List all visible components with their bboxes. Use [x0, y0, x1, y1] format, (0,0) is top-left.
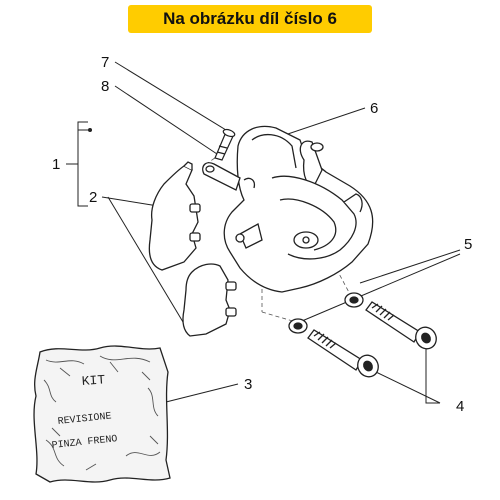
- brake-caliper-6: [202, 125, 374, 293]
- leader-5a: [359, 249, 461, 284]
- leader-2b: [107, 196, 187, 328]
- leader-3: [165, 383, 239, 403]
- callout-1: 1: [52, 156, 60, 173]
- leader-lines: [66, 61, 461, 404]
- callout-6: 6: [370, 100, 378, 117]
- leader-4b: [375, 371, 441, 404]
- bracket-1: [77, 121, 88, 207]
- kit-label-line1: KIT: [81, 372, 106, 389]
- title-banner: Na obrázku díl číslo 6: [128, 5, 372, 33]
- bolt-7: [214, 128, 236, 161]
- title-text: Na obrázku díl číslo 6: [163, 9, 337, 28]
- callout-7: 7: [101, 54, 109, 71]
- leader-5b: [301, 253, 461, 322]
- repair-kit-package-3: KIT REVISIONE PINZA FRENO: [33, 345, 171, 483]
- callout-8: 8: [101, 78, 109, 95]
- leader-4a: [425, 344, 440, 404]
- washer-5-upper: [344, 292, 364, 308]
- leader-7: [114, 61, 227, 131]
- callout-2: 2: [89, 189, 97, 206]
- callout-5: 5: [464, 236, 472, 253]
- callout-3: 3: [244, 376, 252, 393]
- bolt-4-lower: [307, 329, 379, 378]
- brake-pad-upper-2: [148, 161, 201, 271]
- leader-2a: [101, 196, 159, 207]
- washer-5-lower: [288, 318, 308, 334]
- bolt-4-upper: [365, 301, 437, 350]
- bracket-dot: [88, 128, 92, 132]
- callout-4: 4: [456, 398, 464, 415]
- brake-pad-lower-2: [182, 263, 237, 337]
- leader-8: [114, 85, 218, 155]
